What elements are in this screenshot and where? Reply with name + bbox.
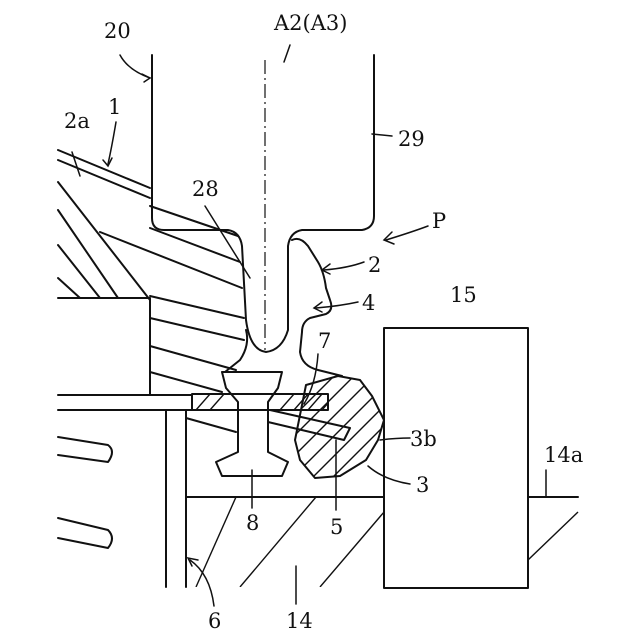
label-2a: 2a [64, 109, 90, 133]
label-4: 4 [362, 291, 375, 315]
left-block [58, 298, 192, 587]
label-14: 14 [286, 609, 313, 633]
slot-shapes [58, 437, 112, 548]
label-2: 2 [368, 253, 381, 277]
labels: A2(A3) 20 29 2a 1 28 P 2 4 15 7 3b 3 14a… [64, 11, 583, 633]
label-20: 20 [104, 19, 131, 43]
label-3b: 3b [410, 427, 437, 451]
label-14a: 14a [544, 443, 583, 467]
leader-lines [72, 45, 546, 606]
label-6: 6 [208, 609, 221, 633]
base-14 [186, 497, 578, 587]
label-28: 28 [192, 177, 219, 201]
label-5: 5 [330, 515, 343, 539]
tool-20 [152, 55, 374, 352]
label-29: 29 [398, 127, 425, 151]
label-8: 8 [246, 511, 259, 535]
block-15 [384, 328, 528, 588]
label-7: 7 [318, 329, 331, 353]
label-15: 15 [450, 283, 477, 307]
label-3: 3 [416, 473, 429, 497]
label-1: 1 [108, 95, 121, 119]
label-axis: A2(A3) [273, 11, 347, 35]
label-P: P [432, 209, 446, 233]
